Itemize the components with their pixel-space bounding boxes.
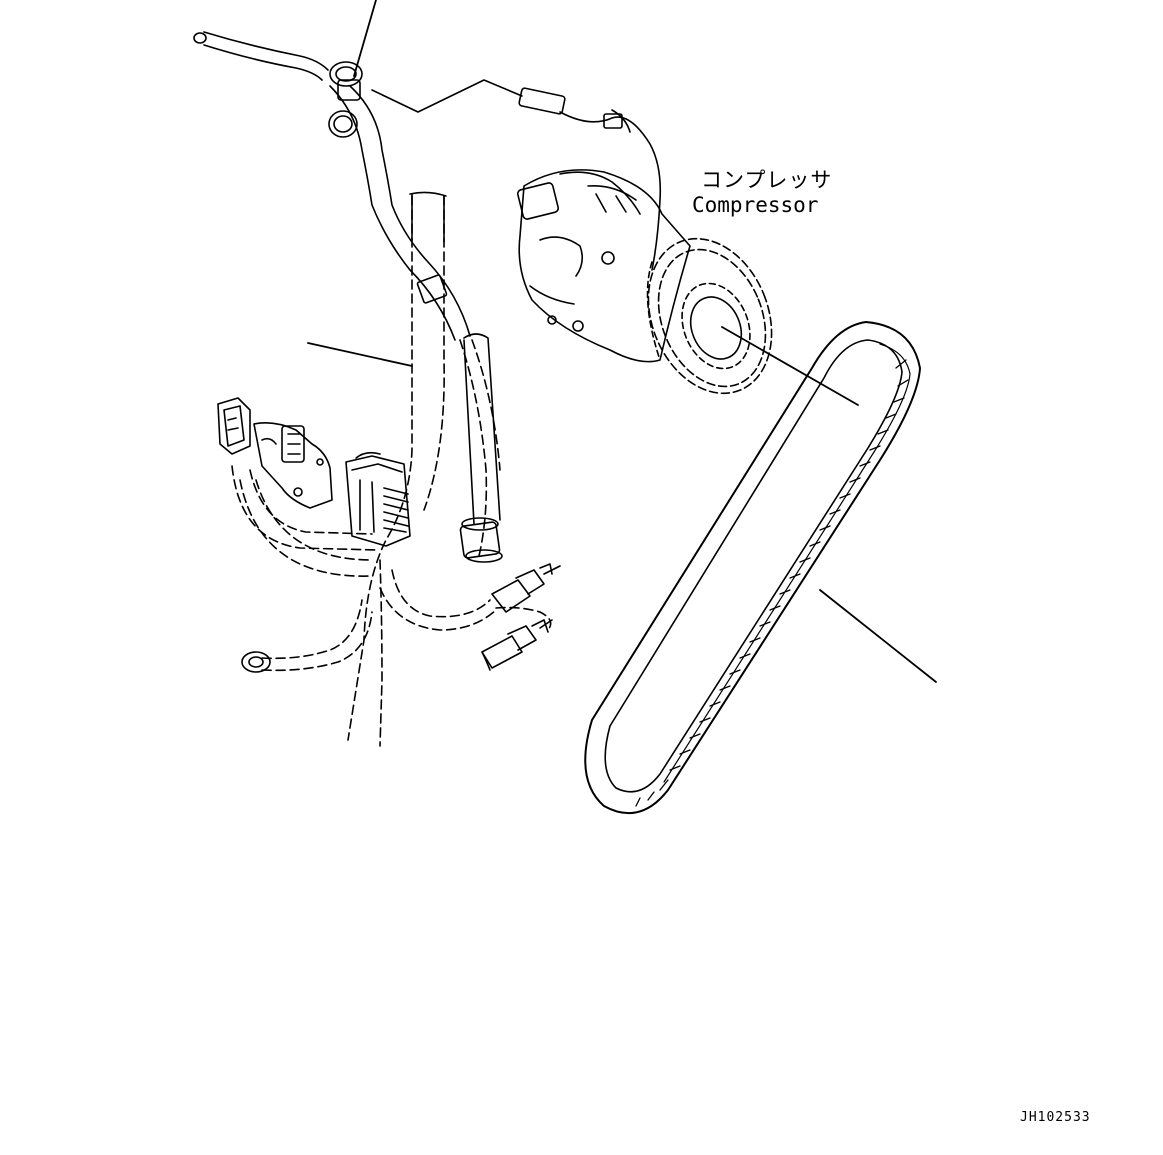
compressor-lead-wire <box>371 79 523 113</box>
compressor <box>516 169 773 395</box>
grommet <box>459 521 501 559</box>
hose-end-cap <box>193 32 207 44</box>
compressor-connector <box>518 87 566 115</box>
harness-trunk <box>347 195 413 741</box>
leader-line-clamp <box>353 0 377 77</box>
compressor-pulley-inner <box>681 282 751 370</box>
ground-ring-terminal <box>241 651 271 673</box>
sensors <box>481 563 561 671</box>
leader-line-compressor <box>721 326 859 406</box>
leader-line-harness <box>307 342 413 367</box>
left-connector-cluster <box>217 397 333 509</box>
compressor-pulley-outer <box>647 237 773 395</box>
clamp-upper <box>329 61 363 87</box>
belt-teeth <box>635 359 909 807</box>
drawing-number: JH102533 <box>1020 1110 1091 1125</box>
compressor-body <box>518 169 691 363</box>
leader-lines <box>307 0 937 683</box>
main-harness <box>231 195 552 747</box>
compressor-label-japanese: コンプレッサ <box>701 168 833 192</box>
harness-sleeve-section <box>409 191 503 563</box>
compressor-label-english: Compressor <box>692 193 819 217</box>
clamp-lower <box>328 110 358 138</box>
belt-inner <box>604 339 903 793</box>
leader-line-belt <box>819 589 937 683</box>
belt-outer <box>584 321 921 815</box>
ecm-connector <box>345 451 411 547</box>
v-belt <box>584 321 921 815</box>
